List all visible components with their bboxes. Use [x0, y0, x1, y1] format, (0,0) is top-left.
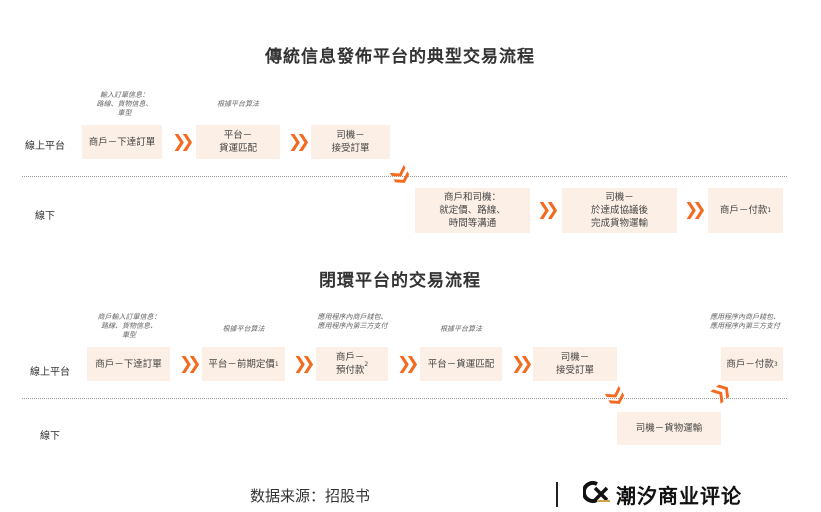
offline-label: 線下 — [40, 431, 60, 442]
step-box: 商戶－下達訂單 — [82, 125, 162, 159]
source-text: 数据来源：招股书 — [250, 487, 371, 505]
brand-name: 潮汐商业评论 — [616, 484, 742, 508]
step-text: 商戶－ 預付款 — [335, 352, 365, 376]
online-label: 線上平台 — [30, 367, 70, 378]
brand-logo-icon — [581, 480, 611, 504]
note: 輸入訂單信息： 路線、貨物信息、 車型 — [96, 91, 153, 117]
note: 商戶輸入訂單信息： 路線、貨物信息、 車型 — [97, 313, 161, 339]
note: 應用程序內商戶錢包、 應用程序內第三方支付 — [710, 313, 780, 330]
chevron-right-icon: ❯❯ — [293, 354, 315, 374]
footnote-mark: 3 — [773, 360, 778, 368]
chevron-right-icon: ❯❯ — [288, 132, 310, 152]
diagram1-title: 傳統信息發佈平台的典型交易流程 — [265, 47, 535, 67]
footer-divider — [556, 482, 558, 507]
footnote-mark: 2 — [364, 361, 369, 368]
online-label: 線上平台 — [25, 141, 65, 152]
step-box: 司機－ 接受訂單 — [311, 125, 390, 159]
step-box: 司機－貨物運輸 — [617, 412, 721, 445]
footnote-mark: 1 — [767, 207, 772, 214]
chevron-down-icon: ❯❯ — [388, 161, 413, 184]
chevron-right-icon: ❯❯ — [397, 354, 419, 374]
step-text: 平台－前期定價 — [208, 358, 275, 370]
chevron-right-icon: ❯❯ — [511, 354, 533, 374]
chevron-up-icon: ❯❯ — [706, 381, 731, 406]
chevron-right-icon: ❯❯ — [179, 354, 201, 374]
step-box: 平台－ 貨運匹配 — [196, 125, 280, 159]
chevron-right-icon: ❯❯ — [684, 200, 706, 220]
step-box: 商戶－下達訂單 — [87, 347, 170, 381]
note: 根據平台算法 — [217, 100, 259, 108]
step-text: 商戶－付款 — [719, 205, 768, 216]
divider-line — [22, 176, 787, 177]
chevron-right-icon: ❯❯ — [172, 132, 194, 152]
chevron-down-icon: ❯❯ — [603, 382, 628, 405]
note: 應用程序內商戶錢包、 應用程序內第三方支付 — [317, 313, 388, 330]
offline-label: 線下 — [35, 211, 55, 222]
step-box: 司機－ 於達成協議後 完成貨物運輸 — [562, 188, 677, 233]
step-box: 商戶和司機： 就定價、路線、 時間等溝通 — [415, 188, 530, 233]
note: 根據平台算法 — [222, 325, 265, 333]
chevron-right-icon: ❯❯ — [537, 200, 559, 220]
step-box: 司機－ 接受訂單 — [533, 347, 617, 381]
step-text: 商戶－付款 — [726, 358, 774, 370]
step-box: 平台－貨運匹配 — [420, 347, 502, 381]
diagram2-title: 閉環平台的交易流程 — [319, 271, 481, 291]
note: 根據平台算法 — [440, 325, 482, 333]
footnote-mark: 1 — [274, 360, 279, 368]
divider-line — [22, 398, 787, 399]
